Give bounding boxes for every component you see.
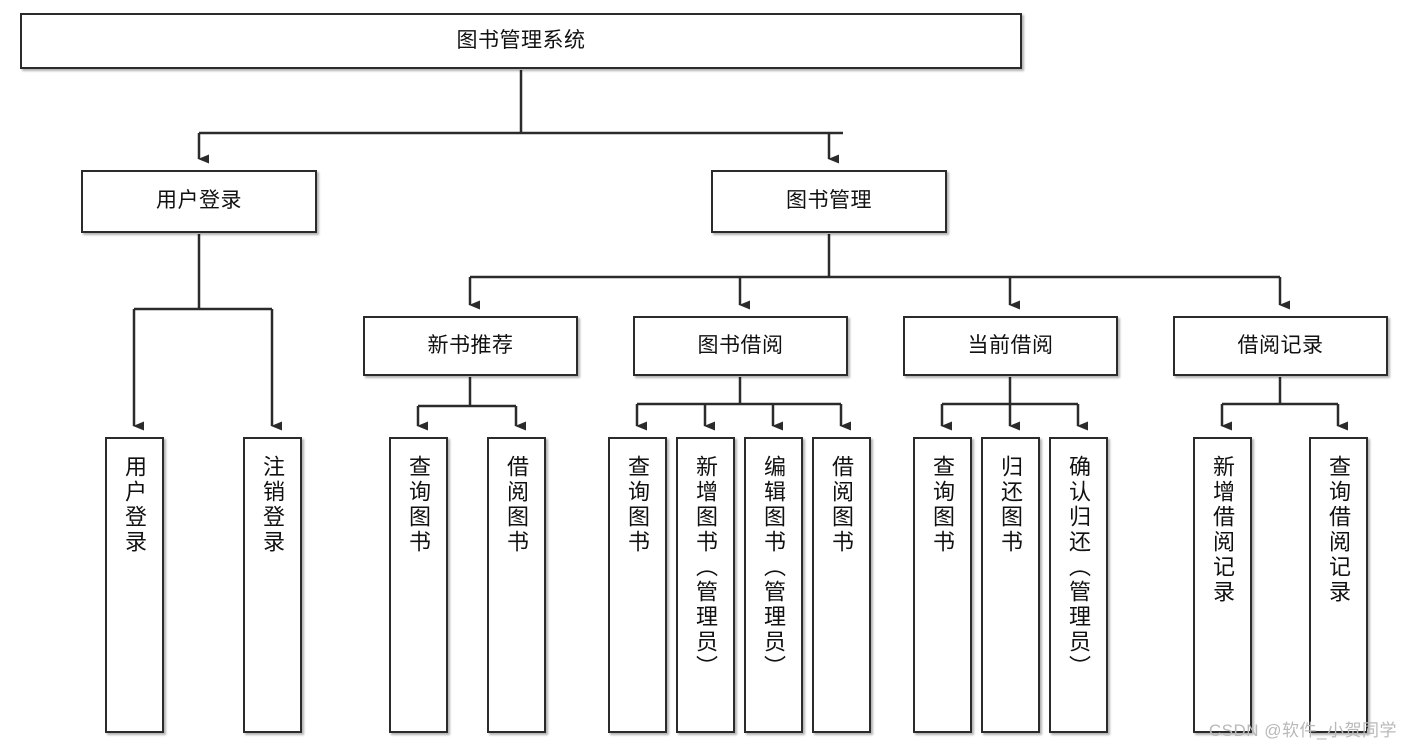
node-root-system[interactable]: 图书管理系统 [20, 13, 1022, 69]
leaf-record-search-record[interactable]: 查询借阅记录 [1309, 437, 1368, 733]
leaf-current-search-book[interactable]: 查询图书 [913, 437, 972, 733]
leaf-recommend-search-book[interactable]: 查询图书 [389, 437, 448, 733]
watermark-text: CSDN @软件_小贺同学 [1208, 721, 1397, 740]
leaf-user-login-login[interactable]: 用户登录 [105, 437, 164, 733]
node-label: 图书管理系统 [456, 28, 586, 52]
node-label: 借阅图书 [504, 455, 530, 555]
leaf-borrow-search-book[interactable]: 查询图书 [608, 437, 667, 733]
leaf-current-return-book[interactable]: 归还图书 [981, 437, 1040, 733]
node-user-login[interactable]: 用户登录 [81, 170, 317, 233]
node-label: 当前借阅 [967, 333, 1054, 357]
node-label: 归还图书 [998, 455, 1024, 555]
leaf-recommend-borrow-book[interactable]: 借阅图书 [487, 437, 546, 733]
node-label: 用户登录 [122, 455, 148, 555]
leaf-borrow-borrow-book[interactable]: 借阅图书 [812, 437, 871, 733]
node-book-borrow[interactable]: 图书借阅 [633, 316, 848, 376]
node-label: 新书推荐 [427, 333, 514, 357]
leaf-borrow-add-book-admin[interactable]: 新增图书（管理员） [676, 437, 735, 733]
node-label: 查询图书 [625, 455, 651, 555]
node-new-book-recommend[interactable]: 新书推荐 [363, 316, 578, 376]
node-label: 新增图书（管理员） [693, 455, 719, 680]
leaf-record-add-record[interactable]: 新增借阅记录 [1193, 437, 1252, 733]
node-label: 图书借阅 [697, 333, 784, 357]
node-label: 借阅图书 [829, 455, 855, 555]
node-label: 新增借阅记录 [1210, 455, 1236, 605]
node-label: 图书管理 [786, 189, 872, 213]
node-borrow-record[interactable]: 借阅记录 [1173, 316, 1388, 376]
node-label: 借阅记录 [1237, 333, 1324, 357]
node-current-borrow[interactable]: 当前借阅 [903, 316, 1118, 376]
node-label: 确认归还（管理员） [1066, 455, 1092, 680]
leaf-current-confirm-return-admin[interactable]: 确认归还（管理员） [1049, 437, 1108, 733]
node-label: 用户登录 [156, 189, 242, 213]
node-label: 编辑图书（管理员） [761, 455, 787, 680]
node-label: 查询借阅记录 [1326, 455, 1352, 605]
node-label: 查询图书 [406, 455, 432, 555]
node-label: 注销登录 [260, 455, 286, 555]
leaf-user-login-logout[interactable]: 注销登录 [243, 437, 302, 733]
node-label: 查询图书 [930, 455, 956, 555]
leaf-borrow-edit-book-admin[interactable]: 编辑图书（管理员） [744, 437, 803, 733]
node-book-management[interactable]: 图书管理 [711, 170, 947, 233]
